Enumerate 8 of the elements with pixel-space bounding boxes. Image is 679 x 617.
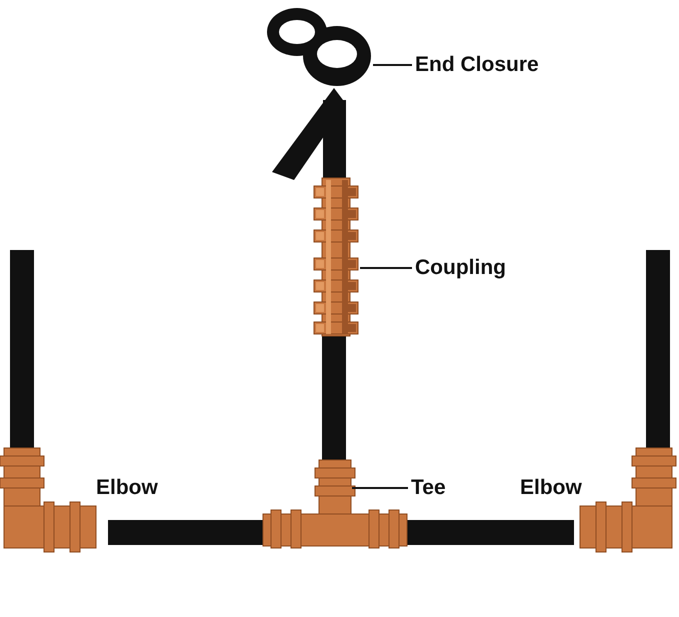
leader-line <box>360 267 412 269</box>
part-label: Elbow <box>520 475 582 501</box>
leader-line <box>352 487 408 489</box>
leader-line <box>373 64 412 66</box>
part-label: End Closure <box>415 52 539 78</box>
part-label: Coupling <box>415 255 506 281</box>
part-label: Elbow <box>96 475 158 501</box>
part-label: Tee <box>411 475 446 501</box>
